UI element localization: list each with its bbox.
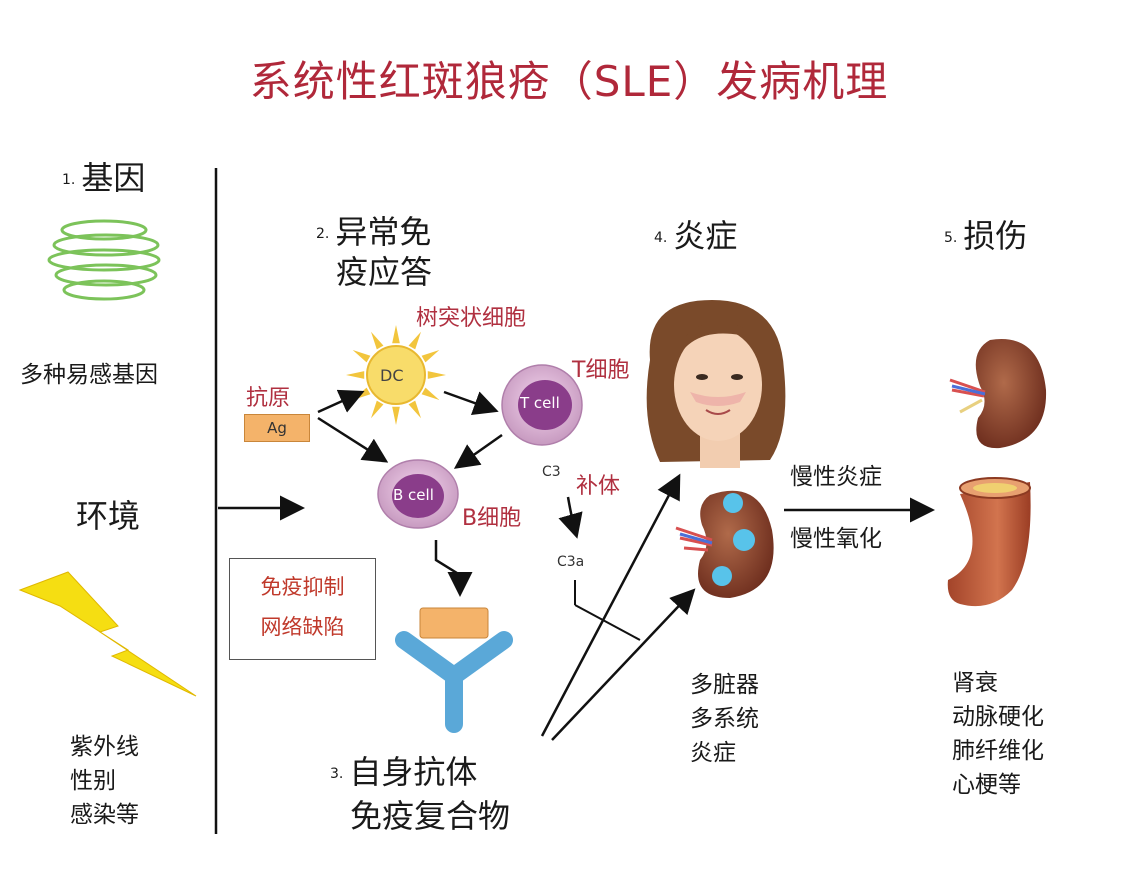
dna-coil-icon xyxy=(47,219,161,301)
dc-abbr: DC xyxy=(380,366,404,385)
arrow-to-face xyxy=(540,473,681,737)
gene-heading: 1. 基因 xyxy=(62,158,145,200)
lightning-icon xyxy=(18,571,197,697)
antigen-box: Ag xyxy=(244,414,310,442)
damage-label: 损伤 xyxy=(963,217,1028,255)
sun-ray xyxy=(392,406,400,425)
immune-heading: 2. 异常免 xyxy=(316,212,431,254)
immune-number: 2. xyxy=(316,226,330,242)
kidney-deposit-icon xyxy=(675,490,774,598)
c3-label: C3 xyxy=(542,464,561,480)
multi-organ-2: 多系统 xyxy=(690,706,759,732)
arrow-to-kidney xyxy=(551,588,696,741)
environment-factor-2: 性别 xyxy=(70,768,116,794)
complement-label: 补体 xyxy=(576,474,621,499)
arrow-c3-c3a xyxy=(558,496,583,539)
gene-desc: 多种易感基因 xyxy=(20,362,158,388)
autoantibody-label-line1: 自身抗体 xyxy=(349,753,478,791)
damage-item-2: 动脉硬化 xyxy=(952,704,1044,730)
inflammation-number: 4. xyxy=(654,230,668,246)
damage-item-4: 心梗等 xyxy=(952,772,1021,798)
multi-organ-3: 炎症 xyxy=(690,740,736,766)
c3a-link xyxy=(574,604,641,641)
inflammation-label: 炎症 xyxy=(673,217,738,255)
sun-ray xyxy=(371,400,384,419)
damage-item-1: 肾衰 xyxy=(952,670,998,696)
sun-ray xyxy=(421,350,440,363)
kidney-icon xyxy=(949,339,1047,449)
arrow-t-b xyxy=(453,433,503,469)
dc-name: 树突状细胞 xyxy=(416,306,527,331)
antigen-label: 抗原 xyxy=(246,386,291,411)
b-cell-icon xyxy=(377,459,459,529)
damage-number: 5. xyxy=(944,230,958,246)
immune-label-line1: 异常免 xyxy=(335,213,432,251)
chronic-oxidation: 慢性氧化 xyxy=(790,526,882,552)
arrow-dc-t xyxy=(443,390,499,415)
arrow-ag-b xyxy=(317,416,389,463)
sun-ray xyxy=(427,371,446,379)
autoantibody-number: 3. xyxy=(330,766,344,782)
suppression-box: 免疫抑制 网络缺陷 xyxy=(229,558,376,660)
environment-factor-3: 感染等 xyxy=(70,802,139,828)
sun-ray xyxy=(352,350,371,363)
antibody-icon xyxy=(395,607,513,733)
b-cell-abbr: B cell xyxy=(393,486,434,504)
t-cell-abbr: T cell xyxy=(520,394,560,412)
multi-organ-1: 多脏器 xyxy=(690,672,759,698)
gene-number: 1. xyxy=(62,172,76,188)
suppression-line2: 网络缺陷 xyxy=(260,615,345,639)
t-cell-name: T细胞 xyxy=(572,358,630,383)
arrow-ag-dc xyxy=(317,389,365,414)
damage-item-3: 肺纤维化 xyxy=(952,738,1044,764)
immune-label-line2: 疫应答 xyxy=(336,253,433,291)
sun-ray xyxy=(408,331,421,350)
t-cell-icon xyxy=(501,364,583,446)
dendritic-cell-icon xyxy=(346,325,446,425)
sun-ray xyxy=(371,331,384,350)
artery-icon xyxy=(947,477,1031,607)
damage-heading: 5. 损伤 xyxy=(944,216,1027,258)
environment-label: 环境 xyxy=(76,497,141,535)
c3a-label: C3a xyxy=(557,554,585,570)
chronic-inflammation: 慢性炎症 xyxy=(790,464,882,490)
patient-face-icon xyxy=(646,300,786,468)
b-cell-name: B细胞 xyxy=(462,506,522,531)
inflammation-heading: 4. 炎症 xyxy=(654,216,737,258)
autoantibody-heading: 3. 自身抗体 xyxy=(330,752,477,794)
autoantibody-label-line2: 免疫复合物 xyxy=(350,797,511,835)
sun-ray xyxy=(346,371,365,379)
page-title: 系统性红斑狼疮（SLE）发病机理 xyxy=(249,57,889,106)
gene-label: 基因 xyxy=(81,159,146,197)
arrow-b-antibody xyxy=(434,540,473,597)
suppression-line1: 免疫抑制 xyxy=(260,575,345,599)
sun-ray xyxy=(392,325,400,344)
sun-ray xyxy=(408,400,421,419)
sun-ray xyxy=(421,387,440,400)
environment-factor-1: 紫外线 xyxy=(70,734,139,760)
